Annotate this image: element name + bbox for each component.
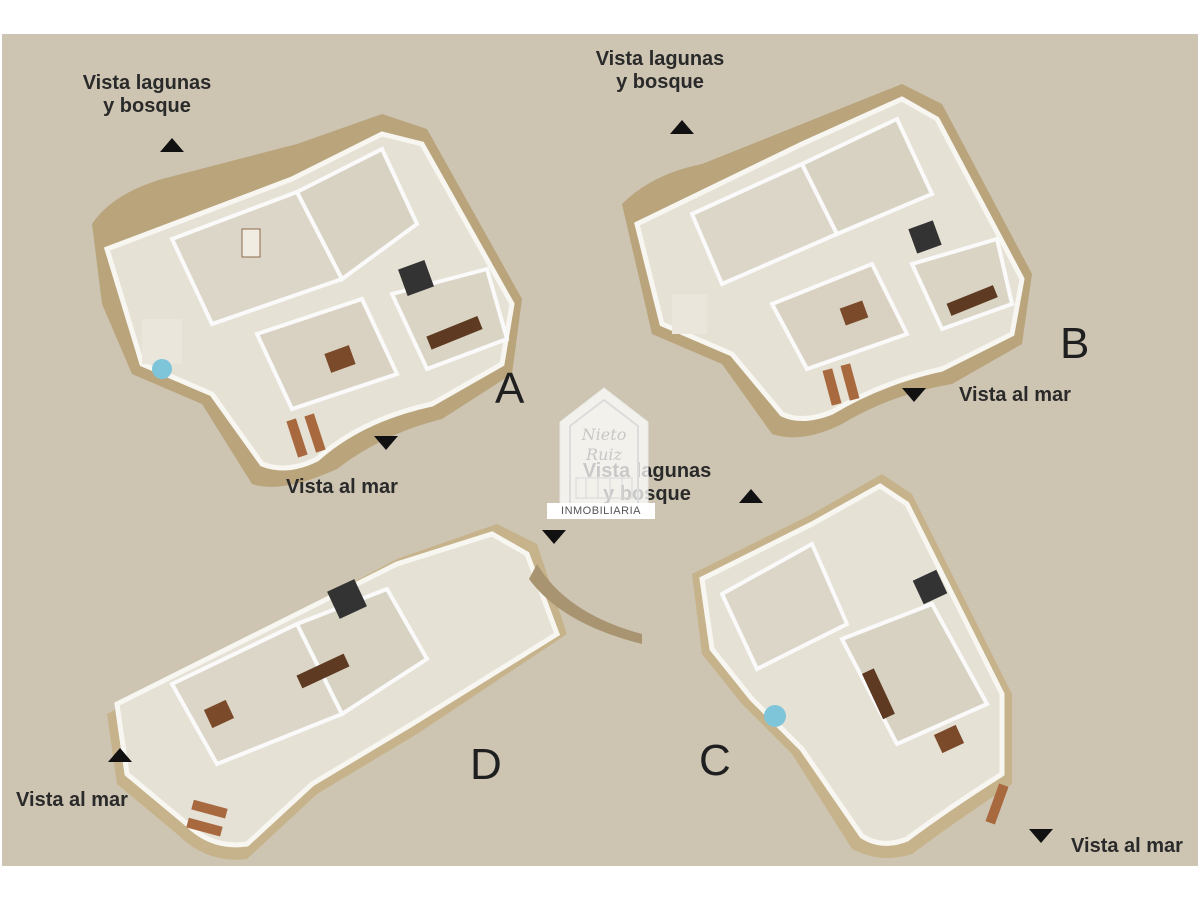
arrow-icon <box>902 388 926 402</box>
label-a-forest-view: Vista lagunas y bosque <box>82 72 212 117</box>
plan-letter-c: C <box>699 736 731 785</box>
plan-letter-a: A <box>495 364 525 413</box>
floor-plan-d <box>107 524 642 860</box>
svg-text:Ruiz: Ruiz <box>585 445 622 464</box>
watermark-logo: Nieto Ruiz <box>559 387 649 517</box>
label-b-forest-view: Vista lagunas y bosque <box>595 48 725 93</box>
plan-letter-b: B <box>1060 319 1090 368</box>
arrow-icon <box>108 748 132 762</box>
floor-plan-a <box>92 114 522 487</box>
label-b-sea-view: Vista al mar <box>959 384 1071 406</box>
watermark-brand-label: INMOBILIARIA <box>547 503 655 519</box>
arrow-icon <box>1029 829 1053 843</box>
floor-plan-image: Vista lagunas y bosque Vista al mar A Vi… <box>2 34 1198 866</box>
arrow-icon <box>739 489 763 503</box>
floor-plan-c <box>692 474 1012 858</box>
arrow-icon <box>374 436 398 450</box>
arrow-icon <box>670 120 694 134</box>
svg-text:Nieto: Nieto <box>581 425 627 444</box>
arrow-icon <box>160 138 184 152</box>
floor-plan-b <box>622 84 1032 438</box>
label-a-sea-view: Vista al mar <box>286 476 398 498</box>
plan-letter-d: D <box>470 740 502 789</box>
label-c-sea-view: Vista al mar <box>1071 835 1183 857</box>
label-d-sea-view: Vista al mar <box>16 789 128 811</box>
arrow-icon <box>542 530 566 544</box>
